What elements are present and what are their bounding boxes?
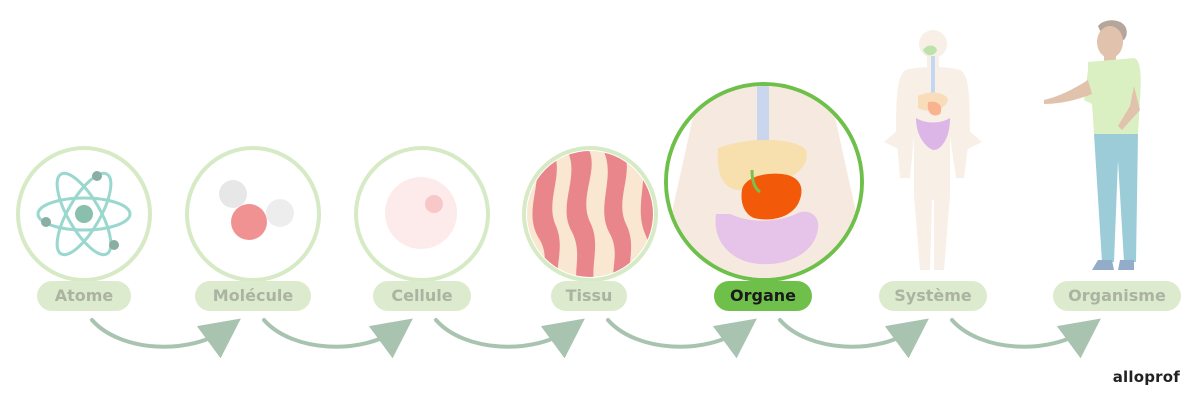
pill-bg-organisme	[1053, 281, 1181, 311]
cell-illustration	[354, 146, 490, 282]
pill-bg-molecule	[195, 281, 311, 311]
level-label-tissu: Tissu	[565, 286, 613, 305]
brand-logo: alloprof	[1112, 368, 1180, 386]
pill-bg-systeme	[879, 281, 987, 311]
system-illustration	[884, 30, 982, 270]
level-label-organe: Organe	[730, 286, 796, 305]
arrow-4	[606, 318, 757, 359]
pill-bg-organe	[714, 281, 812, 311]
atom-illustration	[16, 146, 152, 282]
arrow-3	[434, 318, 585, 359]
arrow-5	[778, 318, 929, 359]
organism-illustration	[1044, 20, 1141, 270]
progression-arrows	[90, 318, 1101, 359]
level-label-systeme: Système	[894, 286, 972, 305]
tissue-illustration	[522, 146, 658, 282]
level-label-atome: Atome	[54, 286, 114, 305]
pill-bg-cellule	[373, 281, 471, 311]
level-label-organisme: Organisme	[1068, 286, 1166, 305]
pill-bg-tissu	[551, 281, 627, 311]
organ-illustration	[664, 82, 864, 282]
level-label-molecule: Molécule	[212, 286, 294, 305]
arrow-1	[90, 318, 241, 359]
pill-bg-atome	[37, 281, 131, 311]
level-label-cellule: Cellule	[391, 286, 453, 305]
molecule-illustration	[185, 146, 321, 282]
arrow-6	[950, 318, 1101, 359]
arrow-2	[262, 318, 413, 359]
level-label-pills	[37, 281, 1181, 311]
